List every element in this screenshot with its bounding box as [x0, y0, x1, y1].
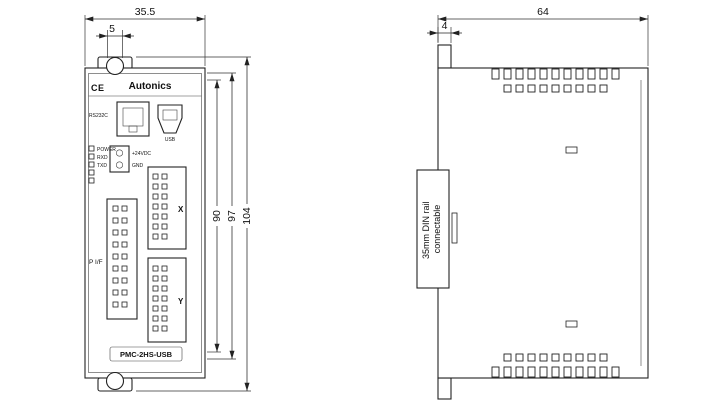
dim-side-depth: 64	[437, 6, 649, 66]
ce-mark: CE	[91, 83, 105, 93]
dim-height-90: 90	[207, 79, 223, 353]
x-connector-pins	[152, 173, 168, 240]
power-gnd-label: GND	[132, 163, 144, 169]
dim-height-104: 104	[136, 56, 253, 392]
dim-front-width-label: 35.5	[135, 6, 156, 18]
din-note-line2: connectable	[432, 205, 442, 254]
y-connector-pins	[152, 265, 168, 332]
led-rxd-label: RXD	[97, 155, 108, 161]
usb-port	[157, 104, 183, 134]
status-leds	[88, 145, 95, 184]
side-hole-lower	[565, 320, 578, 328]
bottom-vents	[491, 353, 620, 378]
rs232c-label: RS232C	[89, 113, 108, 119]
dim-ear-depth: 4	[427, 20, 462, 43]
side-bottom-ear	[437, 377, 452, 400]
pif-connector-pins	[112, 205, 128, 308]
x-axis-connector: X	[147, 166, 187, 250]
din-rail-hook	[451, 212, 458, 244]
dim-slot-width: 5	[96, 23, 134, 58]
pif-connector	[106, 198, 138, 320]
pif-label: P I/F	[89, 259, 103, 266]
dim-height-90-label: 90	[211, 210, 223, 222]
power-terminal	[109, 145, 130, 173]
power-plus-label: +24VDC	[132, 151, 151, 157]
dim-ear-depth-label: 4	[442, 20, 448, 32]
dim-height-97: 97	[207, 72, 238, 360]
dim-height-104-label: 104	[241, 207, 253, 225]
side-view: 35mm DIN rail connectable 64 4	[416, 6, 649, 400]
din-note-line1: 35mm DIN rail	[421, 202, 431, 260]
x-axis-label: X	[178, 205, 184, 214]
y-axis-label: Y	[178, 297, 184, 306]
brand-logo: Autonics	[129, 81, 172, 92]
led-txd-label: TXD	[97, 163, 107, 169]
y-axis-connector: Y	[147, 257, 187, 343]
model-label-box	[109, 346, 183, 362]
dim-side-depth-label: 64	[537, 6, 549, 18]
side-hole-upper	[565, 146, 578, 154]
top-screw-hole	[105, 56, 125, 76]
side-top-ear	[437, 44, 452, 69]
din-note: 35mm DIN rail connectable	[421, 199, 442, 259]
usb-label: USB	[165, 137, 176, 143]
front-view: CE Autonics RS232C USB +24VDC GND	[84, 6, 253, 392]
front-panel-inner-outline	[88, 73, 202, 373]
dim-front-width: 35.5	[84, 6, 206, 66]
side-body-outline	[437, 67, 649, 379]
top-vents	[491, 68, 620, 93]
dim-slot-width-label: 5	[109, 23, 115, 35]
din-note-box	[416, 169, 450, 289]
din-rail-clip: 35mm DIN rail connectable	[416, 169, 458, 289]
model-label: PMC-2HS-USB	[120, 350, 173, 359]
led-power-label: POWER	[97, 147, 116, 153]
bottom-screw-hole	[105, 371, 125, 391]
dim-height-97-label: 97	[226, 210, 238, 222]
rs232c-jack	[116, 101, 150, 137]
